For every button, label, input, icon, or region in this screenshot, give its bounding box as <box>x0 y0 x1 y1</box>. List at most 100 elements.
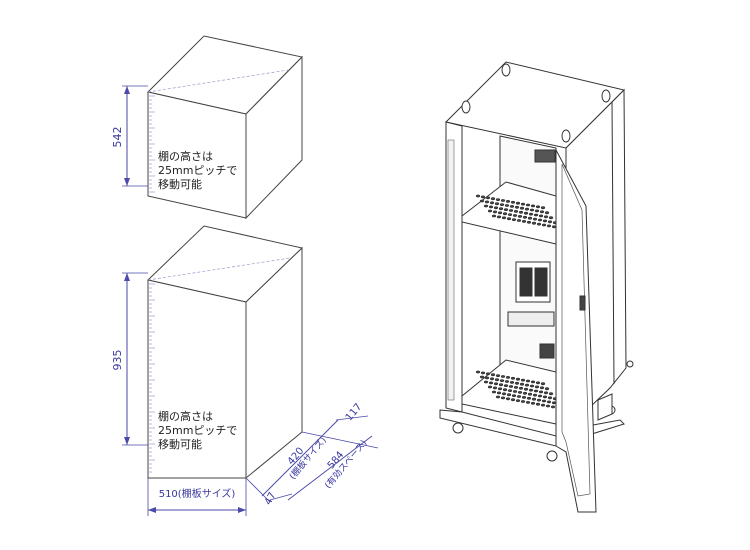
vent-slot <box>491 390 497 394</box>
front-offset-label: 47 <box>263 491 279 507</box>
lower-note-line-2: 25mmピッチで <box>158 424 237 437</box>
vent-slot <box>524 383 530 387</box>
lower-shelf-vents <box>475 370 566 411</box>
rack-door-inner-panel <box>561 163 591 497</box>
vent-slot <box>535 402 541 406</box>
vent-slot <box>494 378 500 382</box>
vent-slot <box>521 220 527 223</box>
vent-slot <box>525 401 531 404</box>
upper-pitch-scale <box>149 95 155 193</box>
vent-slot <box>538 214 544 218</box>
upper-note-line-2: 25mmピッチで <box>158 164 237 177</box>
rack-power-module <box>539 343 555 359</box>
upper-height-label: 542 <box>111 127 124 148</box>
vent-slot <box>547 396 553 400</box>
vent-slot <box>530 204 536 208</box>
vent-slot <box>504 204 510 207</box>
vent-slot <box>519 206 525 210</box>
vent-slot <box>550 405 556 409</box>
lower-note-line-1: 棚の高さは <box>158 409 213 423</box>
vent-slot <box>500 396 506 400</box>
vent-slot <box>520 378 526 382</box>
vent-slot <box>522 215 528 219</box>
lower-note-line-3: 移動可能 <box>158 437 202 451</box>
vent-slot <box>534 385 540 389</box>
vent-slot <box>503 208 509 212</box>
upper-shelf-vents <box>475 194 562 230</box>
vent-slot <box>508 209 514 212</box>
vent-slot <box>484 200 490 204</box>
vent-slot <box>516 395 522 398</box>
vent-slot <box>521 396 527 399</box>
vent-slot <box>503 384 509 388</box>
vent-slot <box>519 382 525 386</box>
vent-slot <box>542 219 548 223</box>
vent-slot <box>484 376 490 380</box>
vent-slot <box>492 386 498 390</box>
vent-slot <box>483 204 489 208</box>
vent-slot <box>475 194 481 198</box>
vent-slot <box>531 397 537 401</box>
vent-slot <box>539 210 545 214</box>
vent-slot <box>546 400 552 404</box>
vent-slot <box>501 392 507 396</box>
vent-slot <box>528 212 534 216</box>
vent-slot <box>517 215 523 218</box>
vent-slot <box>525 203 531 207</box>
vent-slot <box>546 224 552 228</box>
vent-slot <box>533 389 539 393</box>
vent-slot <box>505 376 511 379</box>
vent-slot <box>507 213 513 217</box>
vent-slot <box>496 391 502 395</box>
vent-slot <box>480 371 486 375</box>
vent-slot <box>515 399 521 403</box>
rear-offset-tick <box>335 415 369 421</box>
vent-slot <box>498 383 504 387</box>
width-arrow-right <box>238 507 246 513</box>
vent-slot <box>509 205 515 208</box>
rack-eyebolt-1 <box>461 100 471 114</box>
vent-slot <box>545 404 551 408</box>
vent-slot <box>517 391 523 394</box>
vent-slot <box>500 199 506 202</box>
vent-slot <box>509 381 515 384</box>
vent-slot <box>489 201 495 205</box>
vent-slot <box>535 205 541 209</box>
rack-patch-port-left <box>519 267 533 297</box>
vent-slot <box>537 218 543 222</box>
depth-ext-rear <box>301 431 379 449</box>
rack-patch-port-right <box>534 267 548 297</box>
vent-slot <box>479 375 485 379</box>
width-arrow-left <box>148 507 156 513</box>
vent-slot <box>495 198 501 202</box>
vent-slot <box>510 398 516 402</box>
vent-slot <box>506 393 512 397</box>
lower-pitch-scale <box>149 283 155 473</box>
vent-slot <box>487 385 493 389</box>
vent-slot <box>514 381 520 385</box>
rack-left-mounting-rail <box>447 139 455 401</box>
vent-slot <box>497 387 503 391</box>
vent-slot <box>487 209 493 213</box>
vent-slot <box>499 379 505 383</box>
vent-slot <box>530 380 536 384</box>
rack-eyebolt-3 <box>561 129 571 143</box>
rack-eyebolt-2 <box>501 63 511 77</box>
lower-height-label: 935 <box>111 350 124 371</box>
vent-slot <box>532 217 538 221</box>
vent-slot <box>534 209 540 213</box>
vent-slot <box>528 388 534 392</box>
vent-slot <box>489 377 495 381</box>
vent-slot <box>505 397 511 401</box>
vent-slot <box>529 208 535 212</box>
vent-slot <box>505 200 511 203</box>
rear-offset-label: 117 <box>344 402 365 424</box>
vent-slot <box>493 382 499 386</box>
vent-slot <box>479 199 485 203</box>
vent-slot <box>540 206 546 210</box>
vent-slot <box>513 210 519 213</box>
vent-slot <box>513 386 519 389</box>
vent-slot <box>488 381 494 385</box>
vent-slot <box>536 222 542 226</box>
vent-slot <box>504 380 510 383</box>
